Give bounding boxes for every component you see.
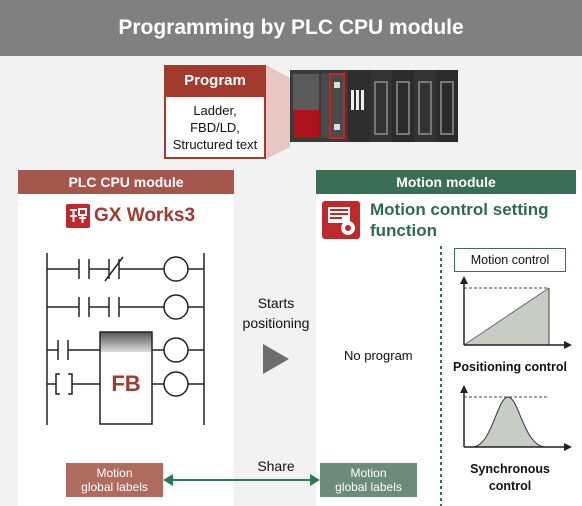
plc-labels-line-2: global labels: [81, 480, 148, 494]
motion-labels-line-2: global labels: [335, 480, 402, 494]
gx-works3-icon: [66, 204, 90, 228]
synchronous-control-label: Synchronous control: [440, 461, 580, 495]
motion-function-title-line-1: Motion control setting: [370, 200, 549, 219]
synchronous-line-2: control: [488, 479, 532, 493]
motion-control-box: Motion control: [454, 248, 566, 272]
plc-global-labels-box: Motion global labels: [66, 463, 163, 497]
program-type-fbd: FBD/LD,: [190, 119, 240, 135]
plc-labels-line-1: Motion: [96, 466, 133, 480]
motion-module-header: Motion module: [316, 170, 576, 194]
starts-line-2: positioning: [242, 315, 310, 331]
gx-works3-title: GX Works3: [94, 205, 196, 226]
play-arrow-icon: [263, 344, 289, 374]
program-type-ladder: Ladder,: [193, 102, 237, 118]
motion-labels-line-1: Motion: [350, 466, 387, 480]
no-program-label: No program: [344, 348, 413, 363]
page-title: Programming by PLC CPU module: [0, 0, 582, 56]
fb-label: FB: [111, 371, 141, 396]
starts-line-1: Starts: [257, 295, 295, 311]
motion-setting-icon: [322, 201, 360, 239]
motion-function-title: Motion control setting function: [370, 199, 570, 241]
program-box-title: Program: [164, 65, 266, 95]
motion-function-title-line-2: function: [370, 221, 438, 240]
starts-positioning-label: Starts positioning: [236, 293, 316, 333]
synchronous-line-1: Synchronous: [470, 462, 550, 476]
double-arrow-icon: [163, 474, 320, 486]
motion-global-labels-box: Motion global labels: [320, 463, 417, 497]
positioning-control-label: Positioning control: [453, 360, 567, 374]
program-box-body: Ladder, FBD/LD, Structured text: [164, 95, 266, 159]
share-label: Share: [257, 458, 295, 474]
program-type-st: Structured text: [172, 136, 258, 152]
plc-cpu-header: PLC CPU module: [18, 170, 234, 194]
